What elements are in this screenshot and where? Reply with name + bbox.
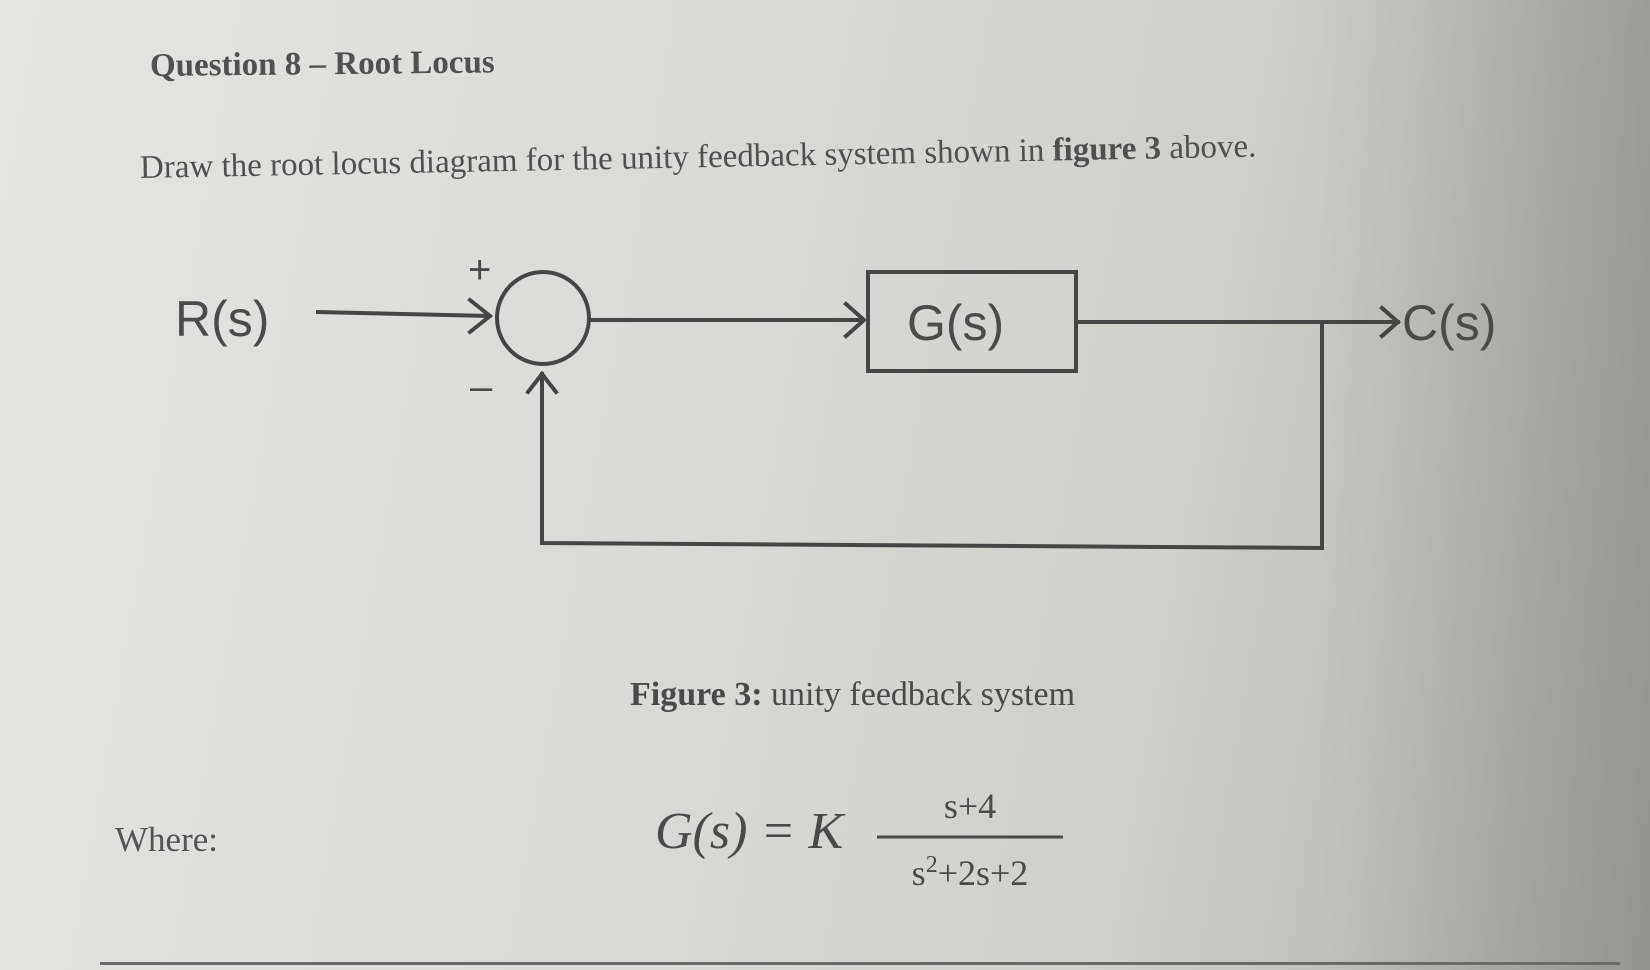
caption-figure-number: Figure 3: bbox=[630, 676, 763, 713]
forward-arrowhead bbox=[843, 301, 868, 339]
summing-junction bbox=[495, 270, 591, 366]
input-signal-line bbox=[315, 309, 491, 319]
output-label: C(s) bbox=[1402, 295, 1496, 351]
denominator-rest: +2s+2 bbox=[938, 853, 1029, 893]
equation-numerator: s+4 bbox=[944, 786, 996, 826]
output-arrowhead bbox=[1379, 305, 1402, 339]
plus-sign: + bbox=[468, 248, 491, 292]
feedback-arrowhead bbox=[525, 370, 559, 395]
denominator-exponent: 2 bbox=[926, 852, 938, 878]
input-label: R(s) bbox=[175, 291, 269, 347]
figure-caption: Figure 3: unity feedback system bbox=[630, 676, 1075, 714]
input-arrowhead bbox=[467, 297, 494, 335]
feedback-path bbox=[540, 320, 1324, 551]
block-label: G(s) bbox=[907, 295, 1004, 351]
denominator-base: s bbox=[912, 853, 926, 893]
minus-sign: – bbox=[470, 365, 493, 409]
bottom-rule bbox=[100, 962, 1620, 965]
equation-lhs: G(s) = K bbox=[655, 803, 846, 860]
where-label: Where: bbox=[115, 820, 218, 859]
transfer-function-equation: G(s) = K s+4 s2+2s+2 bbox=[655, 786, 1063, 893]
caption-text: unity feedback system bbox=[762, 676, 1076, 713]
equation-denominator: s2+2s+2 bbox=[912, 852, 1029, 893]
